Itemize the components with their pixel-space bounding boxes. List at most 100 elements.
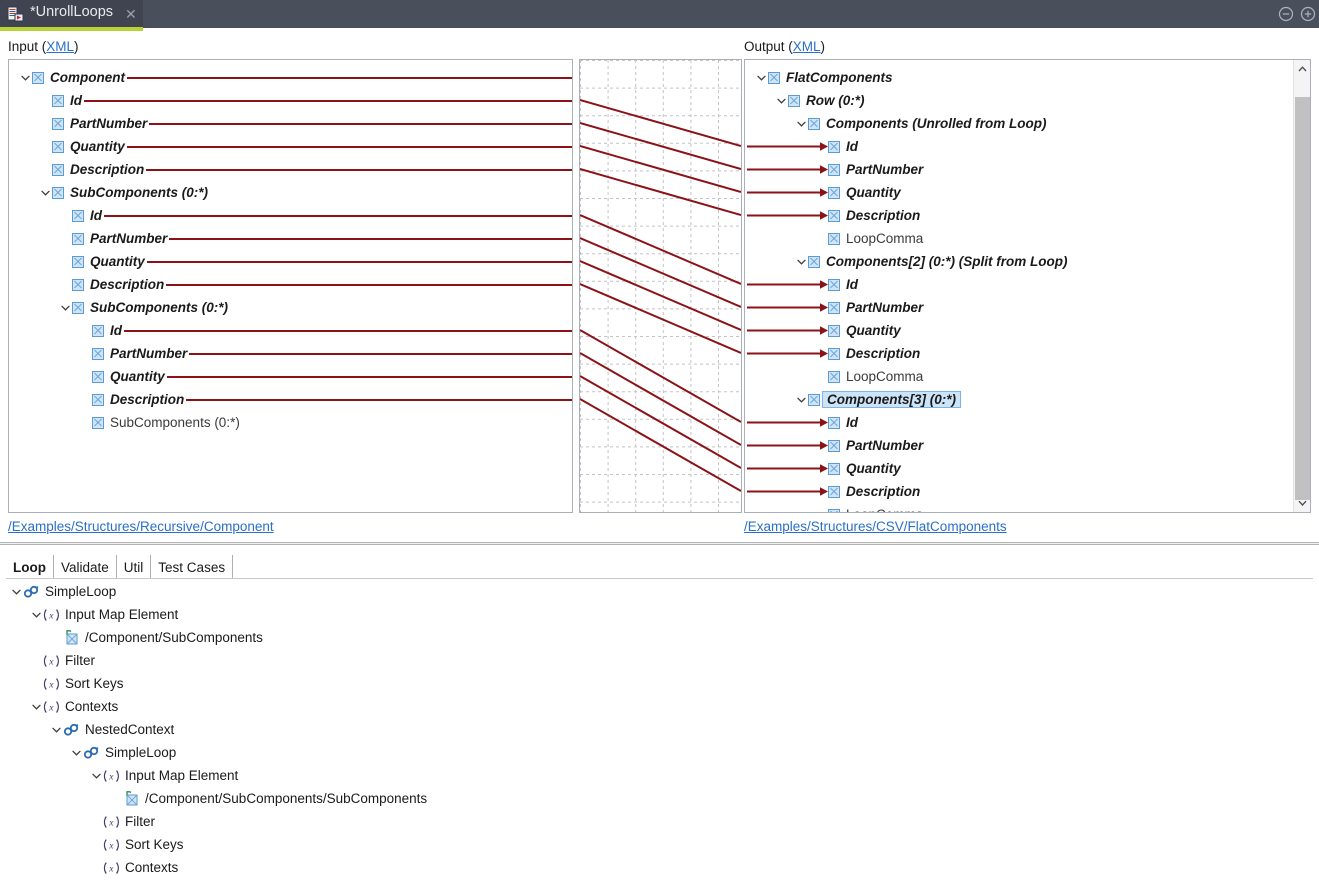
schema-node-checkbox-icon[interactable] (92, 347, 104, 360)
input-xml-link[interactable]: XML (46, 39, 75, 54)
bottom-tab-validate[interactable]: Validate (54, 555, 117, 579)
schema-node-checkbox-icon[interactable] (32, 71, 44, 84)
output-tree-row[interactable]: PartNumber (815, 434, 923, 457)
schema-node-checkbox-icon[interactable] (788, 94, 800, 107)
input-tree-row[interactable]: Id (79, 319, 122, 342)
schema-node-checkbox-icon[interactable] (92, 393, 104, 406)
chevron-down-icon[interactable] (775, 89, 788, 112)
output-tree-row[interactable]: Id (815, 411, 858, 434)
output-vertical-scrollbar[interactable] (1293, 60, 1310, 512)
output-tree-row[interactable]: LoopComma (815, 503, 923, 512)
chevron-down-icon[interactable] (30, 603, 43, 626)
schema-node-checkbox-icon[interactable] (828, 186, 840, 199)
schema-node-checkbox-icon[interactable] (52, 140, 64, 153)
output-tree-row[interactable]: Row (0:*) (775, 89, 865, 112)
schema-node-checkbox-icon[interactable] (808, 255, 820, 268)
chevron-down-icon[interactable] (30, 695, 43, 718)
chevron-down-icon[interactable] (795, 250, 808, 273)
schema-node-checkbox-icon[interactable] (92, 416, 104, 429)
chevron-down-icon[interactable] (70, 741, 83, 764)
schema-node-checkbox-icon[interactable] (52, 163, 64, 176)
input-tree-row[interactable]: SubComponents (0:*) (79, 411, 240, 434)
schema-node-checkbox-icon[interactable] (828, 209, 840, 222)
input-tree-row[interactable]: Quantity (39, 135, 125, 158)
input-tree-row[interactable]: PartNumber (59, 227, 167, 250)
output-tree-row[interactable]: LoopComma (815, 227, 923, 250)
output-tree-row[interactable]: Quantity (815, 181, 901, 204)
chevron-down-icon[interactable] (59, 296, 72, 319)
chevron-down-icon[interactable] (10, 580, 23, 603)
schema-node-checkbox-icon[interactable] (808, 117, 820, 130)
input-structure-path-link[interactable]: /Examples/Structures/Recursive/Component (8, 519, 274, 534)
output-xml-link[interactable]: XML (792, 39, 821, 54)
schema-node-checkbox-icon[interactable] (52, 186, 64, 199)
schema-node-checkbox-icon[interactable] (828, 370, 840, 383)
mapping-canvas[interactable] (579, 59, 742, 513)
schema-node-checkbox-icon[interactable] (828, 232, 840, 245)
loop-tree-row[interactable]: SimpleLoop (70, 741, 176, 764)
output-tree-row[interactable]: PartNumber (815, 158, 923, 181)
schema-node-checkbox-icon[interactable] (828, 485, 840, 498)
schema-node-checkbox-icon[interactable] (828, 278, 840, 291)
chevron-down-icon[interactable] (795, 388, 808, 411)
schema-node-checkbox-icon[interactable] (72, 301, 84, 314)
output-tree-row[interactable]: Components[3] (0:*) (795, 388, 961, 411)
output-tree-row[interactable]: Components (Unrolled from Loop) (795, 112, 1046, 135)
mapping-lines[interactable] (580, 60, 741, 512)
chevron-down-icon[interactable] (90, 764, 103, 787)
schema-node-checkbox-icon[interactable] (828, 163, 840, 176)
schema-node-checkbox-icon[interactable] (92, 324, 104, 337)
schema-node-checkbox-icon[interactable] (828, 508, 840, 512)
output-tree-row[interactable]: Quantity (815, 319, 901, 342)
output-structure-path-link[interactable]: /Examples/Structures/CSV/FlatComponents (744, 519, 1007, 534)
schema-node-checkbox-icon[interactable] (828, 301, 840, 314)
input-tree-row[interactable]: Description (39, 158, 144, 181)
output-tree-row[interactable]: Id (815, 135, 858, 158)
chevron-down-icon[interactable] (39, 181, 52, 204)
chevron-down-icon[interactable] (795, 112, 808, 135)
output-tree-row[interactable]: Components[2] (0:*) (Split from Loop) (795, 250, 1067, 273)
schema-node-checkbox-icon[interactable] (828, 324, 840, 337)
chevron-down-icon[interactable] (19, 66, 32, 89)
chevron-down-icon[interactable] (1294, 494, 1310, 512)
output-tree-row[interactable]: Id (815, 273, 858, 296)
input-tree-row[interactable]: Quantity (59, 250, 145, 273)
schema-node-checkbox-icon[interactable] (72, 278, 84, 291)
schema-node-checkbox-icon[interactable] (828, 416, 840, 429)
schema-node-checkbox-icon[interactable] (768, 71, 780, 84)
output-tree-row[interactable]: Description (815, 342, 920, 365)
schema-node-checkbox-icon[interactable] (828, 462, 840, 475)
output-tree-row[interactable]: FlatComponents (755, 66, 893, 89)
schema-node-checkbox-icon[interactable] (828, 347, 840, 360)
schema-node-checkbox-icon[interactable] (92, 370, 104, 383)
output-tree-row[interactable]: LoopComma (815, 365, 923, 388)
schema-node-checkbox-icon[interactable] (72, 255, 84, 268)
output-tree-row[interactable]: Description (815, 480, 920, 503)
bottom-tab-util[interactable]: Util (117, 555, 152, 579)
schema-node-checkbox-icon[interactable] (828, 439, 840, 452)
chevron-down-icon[interactable] (50, 718, 63, 741)
input-tree-row[interactable]: SubComponents (0:*) (39, 181, 208, 204)
schema-node-checkbox-icon[interactable] (828, 140, 840, 153)
input-tree-row[interactable]: PartNumber (79, 342, 187, 365)
bottom-tab-test-cases[interactable]: Test Cases (151, 555, 234, 579)
maximize-icon[interactable] (1300, 6, 1316, 22)
input-tree-row[interactable]: Component (19, 66, 125, 89)
loop-tree-row[interactable]: NestedContext (50, 718, 174, 741)
schema-node-checkbox-icon[interactable] (72, 232, 84, 245)
input-tree-row[interactable]: Description (79, 388, 184, 411)
panel-divider[interactable] (0, 542, 1319, 545)
output-tree-row[interactable]: Description (815, 204, 920, 227)
output-tree-row[interactable]: PartNumber (815, 296, 923, 319)
output-tree-row[interactable]: Quantity (815, 457, 901, 480)
input-tree-row[interactable]: Description (59, 273, 164, 296)
